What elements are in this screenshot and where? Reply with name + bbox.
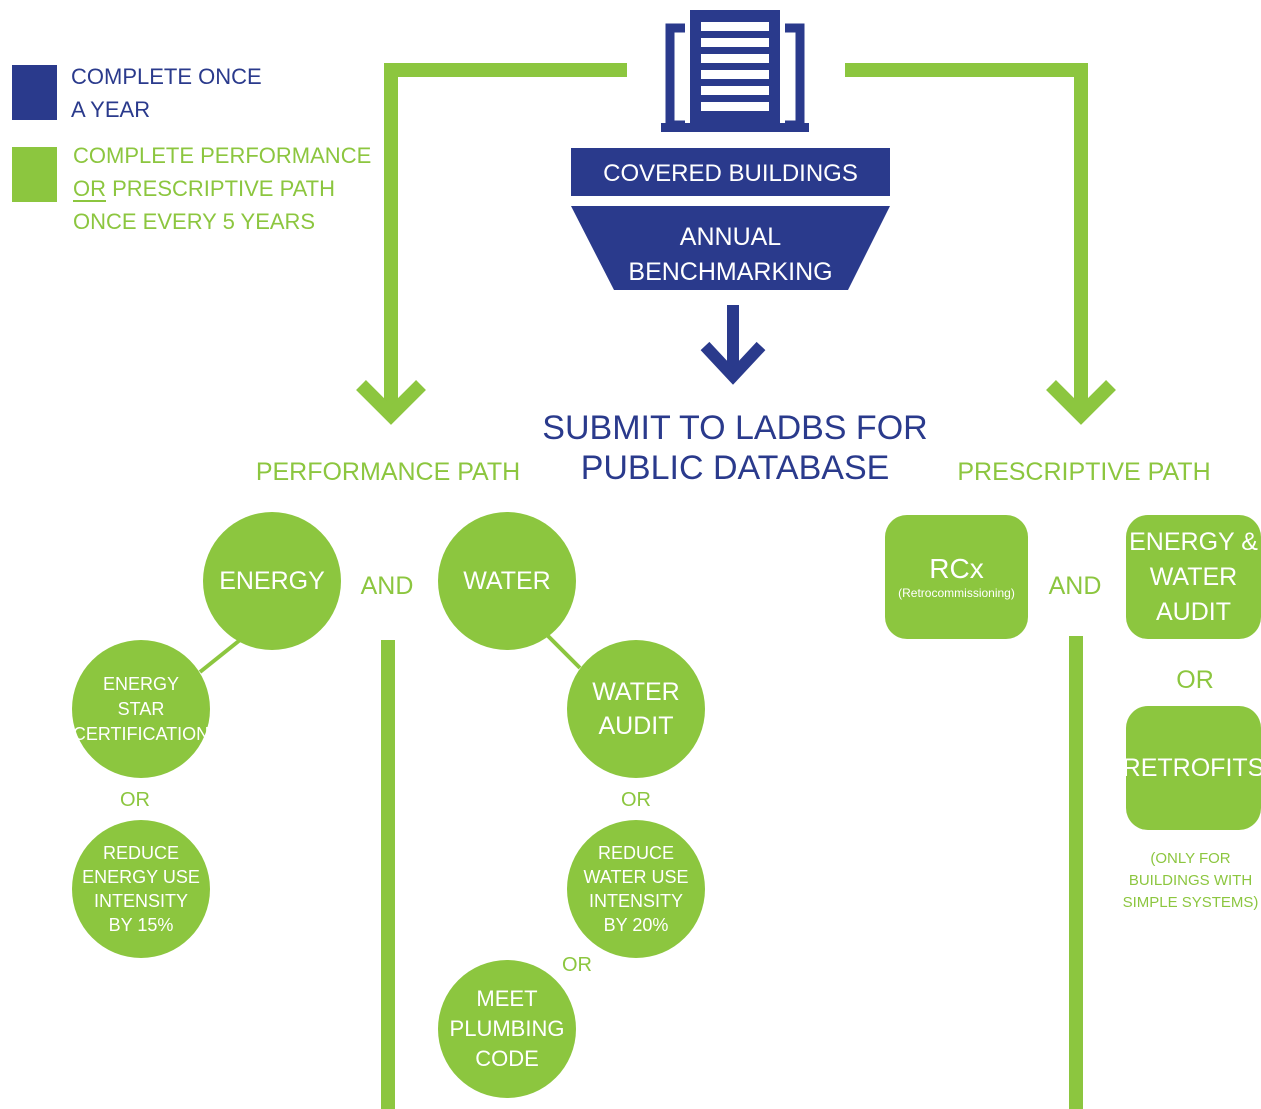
rcx-box: RCx (Retrocommissioning) xyxy=(885,515,1028,639)
submit-heading: SUBMIT TO LADBS FOR PUBLIC DATABASE xyxy=(542,409,928,487)
legend-swatch-green xyxy=(12,147,57,202)
water-circle: WATER xyxy=(438,512,576,650)
retrofits-box: RETROFITS xyxy=(1122,706,1261,830)
annual-benchmarking-funnel xyxy=(571,206,890,290)
legend-path-line2-rest: PRESCRIPTIVE PATH xyxy=(106,176,336,201)
legend-path-line3: ONCE EVERY 5 YEARS xyxy=(73,209,316,234)
energy-star-circle: ENERGY STAR CERTIFICATION xyxy=(72,640,210,778)
reduce-water-circle: REDUCE WATER USE INTENSITY BY 20% xyxy=(567,820,705,958)
prescriptive-path-connector xyxy=(845,63,1088,410)
energy-star-label: ENERGY STAR CERTIFICATION xyxy=(72,673,210,744)
water-audit-connector xyxy=(544,632,582,670)
plumbing-or-label: OR xyxy=(562,954,592,976)
legend-swatch-blue xyxy=(12,65,57,120)
water-or-label: OR xyxy=(621,789,651,811)
prescriptive-and-label: AND xyxy=(1048,572,1102,600)
energy-water-audit-box: ENERGY & WATER AUDIT xyxy=(1126,515,1261,639)
arrow-down-icon xyxy=(700,305,766,385)
legend-path-label: COMPLETE PERFORMANCE OR PRESCRIPTIVE PAT… xyxy=(73,139,371,238)
reduce-water-label: REDUCE WATER USE INTENSITY BY 20% xyxy=(583,843,689,935)
covered-buildings-bar xyxy=(571,148,890,196)
prescriptive-path-arrowhead xyxy=(1046,380,1116,425)
plumbing-label: MEET PLUMBING CODE xyxy=(449,986,565,1071)
building-icon xyxy=(661,10,809,132)
energy-circle: ENERGY xyxy=(203,512,341,650)
performance-path-connector xyxy=(384,63,627,410)
covered-buildings-label: COVERED BUILDINGS xyxy=(603,159,858,187)
water-label: WATER xyxy=(463,566,551,595)
water-audit-label: WATER AUDIT xyxy=(592,678,680,740)
reduce-energy-circle: REDUCE ENERGY USE INTENSITY BY 15% xyxy=(72,820,210,958)
energy-star-connector xyxy=(198,638,242,674)
reduce-energy-label: REDUCE ENERGY USE INTENSITY BY 15% xyxy=(82,843,200,935)
legend-or-underlined: OR xyxy=(73,176,106,201)
plumbing-circle: MEET PLUMBING CODE xyxy=(438,960,576,1098)
water-audit-circle: WATER AUDIT xyxy=(567,640,705,778)
retrofits-label: RETROFITS xyxy=(1122,753,1261,782)
annual-benchmarking-label: ANNUAL BENCHMARKING xyxy=(628,223,833,286)
performance-path-title: PERFORMANCE PATH xyxy=(255,458,521,486)
retrofits-note: (ONLY FOR BUILDINGS WITH SIMPLE SYSTEMS) xyxy=(1122,850,1259,911)
energy-water-audit-label: ENERGY & WATER AUDIT xyxy=(1129,527,1258,626)
legend-annual-label: COMPLETE ONCE A YEAR xyxy=(71,60,262,126)
prescriptive-path-title: PRESCRIPTIVE PATH xyxy=(957,458,1211,486)
performance-and-label: AND xyxy=(360,572,414,600)
legend-path-line1: COMPLETE PERFORMANCE xyxy=(73,143,372,168)
energy-label: ENERGY xyxy=(219,566,325,595)
performance-path-arrowhead xyxy=(356,380,426,425)
prescriptive-or-label: OR xyxy=(1176,666,1214,694)
energy-or-label: OR xyxy=(120,789,150,811)
legend-path-line2: OR PRESCRIPTIVE PATH xyxy=(73,172,371,205)
legend-annual-line2: A YEAR xyxy=(71,97,151,122)
rcx-label: RCx xyxy=(929,553,984,584)
rcx-sublabel: (Retrocommissioning) xyxy=(898,586,1015,600)
legend-annual-line1: COMPLETE ONCE xyxy=(71,64,262,89)
